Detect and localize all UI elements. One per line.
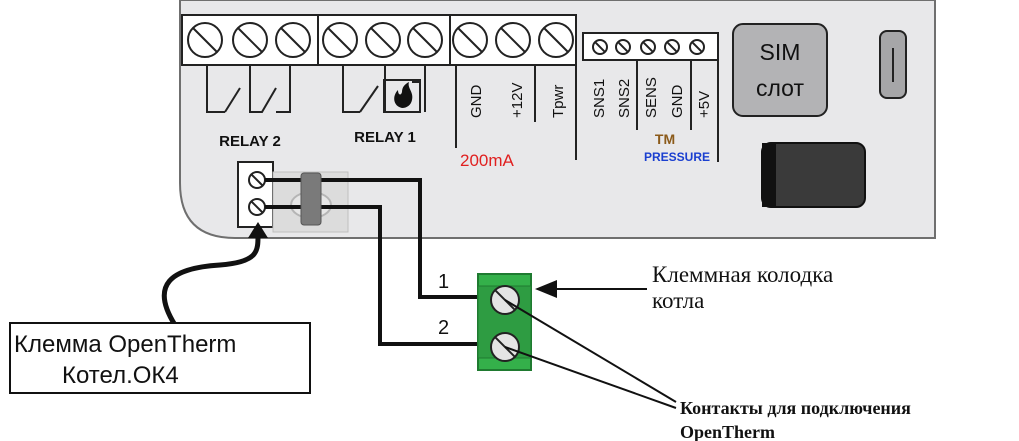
v5-terminal-label: +5V [696, 91, 713, 118]
v12-terminal-label: +12V [509, 83, 526, 118]
flame-icon [394, 82, 413, 108]
relay1-contact-line [342, 65, 360, 113]
boiler-terminal-block [477, 273, 532, 371]
terminal-screw-icon [452, 22, 488, 58]
wire-2 [265, 205, 498, 346]
terminal-screw-icon [322, 22, 358, 58]
terminal-screw-icon [365, 22, 401, 58]
opentherm-box-subtitle: Котел.ОК4 [62, 362, 179, 389]
pointer-arrowhead [248, 222, 268, 238]
wire-1-label: 1 [438, 271, 449, 293]
wires [265, 178, 498, 346]
relay1-label: RELAY 1 [354, 129, 416, 146]
terminal-screw-icon [407, 22, 443, 58]
sensor-screw-icon [615, 39, 631, 55]
relay2-contact-line [206, 65, 225, 113]
terminal-screw-icon [187, 22, 223, 58]
boiler-block-arrowhead [535, 280, 557, 298]
sensor-screw-icon [664, 39, 680, 55]
side-connector [761, 142, 866, 208]
pressure-label: PRESSURE [644, 150, 710, 164]
boiler-block-callout: котла [652, 288, 704, 313]
boiler-block-callout: Клеммная колодка [652, 262, 833, 287]
tpwr-terminal-label: Tpwr [550, 85, 567, 118]
sim-slot: SIM слот [732, 23, 828, 117]
sens-terminal-label: SENS [643, 77, 660, 118]
terminal-screw-icon [495, 22, 531, 58]
relay2-switch-line [224, 87, 241, 113]
contacts-callout: Контакты для подключения [680, 398, 911, 418]
small-screw-row [592, 39, 705, 55]
relay2-label: RELAY 2 [219, 133, 281, 150]
terminal-screw-icon [538, 22, 574, 58]
tm-label: TM [655, 131, 675, 147]
sensor-terminal-block [582, 32, 719, 61]
screw-row [187, 22, 574, 58]
sensor-screw-icon [592, 39, 608, 55]
opentherm-screw-row [248, 171, 266, 216]
sim-label: SIM [760, 39, 801, 65]
sim-slot-box [732, 23, 828, 117]
sns2-terminal-label: SNS2 [616, 79, 633, 118]
opentherm-box-title: Клемма OpenTherm [14, 331, 236, 358]
opentherm-screw-icon [248, 198, 266, 216]
relay2-switch-line [249, 65, 277, 113]
sensor-screw-icon [640, 39, 656, 55]
relay1-indicator-box [383, 79, 421, 113]
terminal-labels: GND +12V Tpwr SNS1 SNS2 SENS GND +5V [468, 77, 713, 118]
relay1-switch-line [359, 85, 379, 113]
opentherm-pointer-curve [161, 231, 261, 327]
contacts-callout: OpenTherm [680, 422, 775, 441]
current-limit-note: 200mA [460, 151, 515, 170]
sim-slot-label: слот [756, 75, 804, 101]
terminal-separators [455, 60, 719, 162]
wire-1 [265, 178, 498, 299]
label-box-frame [9, 322, 311, 394]
sns1-terminal-label: SNS1 [591, 79, 608, 118]
relay2-contact-line [276, 65, 291, 113]
opentherm-screw-icon [248, 171, 266, 189]
terminal-screw-icon [275, 22, 311, 58]
terminal-screw-icon [232, 22, 268, 58]
wire-2-label: 2 [438, 317, 449, 339]
opentherm-label-box: Клемма OpenTherm Котел.ОК4 [9, 322, 311, 394]
device-button [879, 30, 907, 99]
sensor-screw-icon [689, 39, 705, 55]
main-terminal-block [181, 14, 577, 66]
gnd-terminal-label: GND [468, 85, 485, 119]
opentherm-device-connector [237, 161, 349, 233]
ferrite-core [300, 172, 322, 226]
relay-schematics [206, 65, 426, 113]
contact-pointer-lines [504, 299, 677, 409]
gnd2-terminal-label: GND [669, 85, 686, 119]
